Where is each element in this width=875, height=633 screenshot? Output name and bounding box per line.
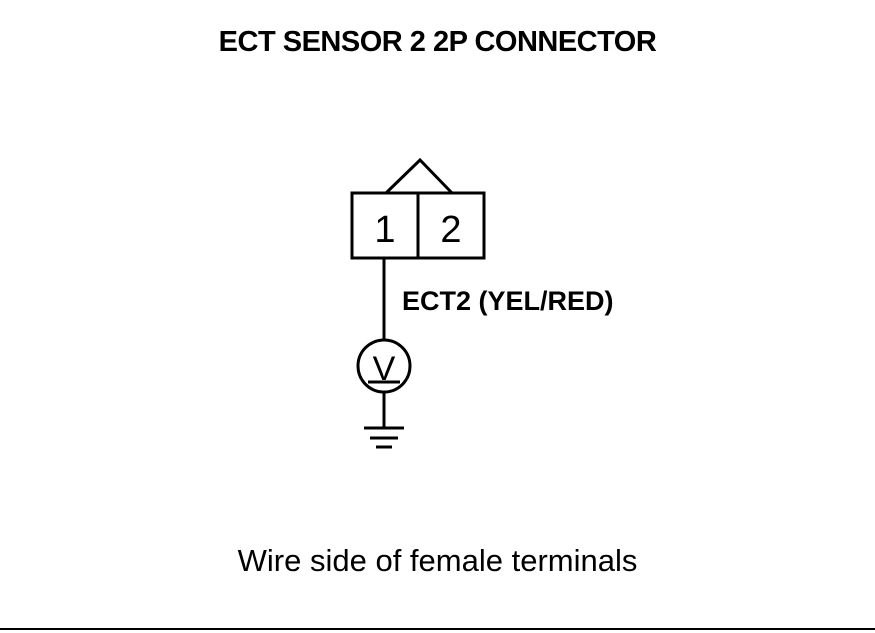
diagram-caption: Wire side of female terminals: [237, 543, 638, 578]
terminal-1-label: 1: [374, 209, 395, 251]
diagram-title: ECT SENSOR 2 2P CONNECTOR: [218, 26, 657, 58]
connector-key-icon: [384, 157, 454, 195]
voltmeter-icon: V: [356, 338, 412, 394]
voltmeter-symbol: V: [373, 350, 396, 388]
terminal-2-label: 2: [440, 209, 461, 251]
ground-icon: [364, 426, 404, 449]
wire-label: ECT2 (YEL/RED): [402, 286, 614, 316]
bottom-rule: [0, 628, 875, 630]
